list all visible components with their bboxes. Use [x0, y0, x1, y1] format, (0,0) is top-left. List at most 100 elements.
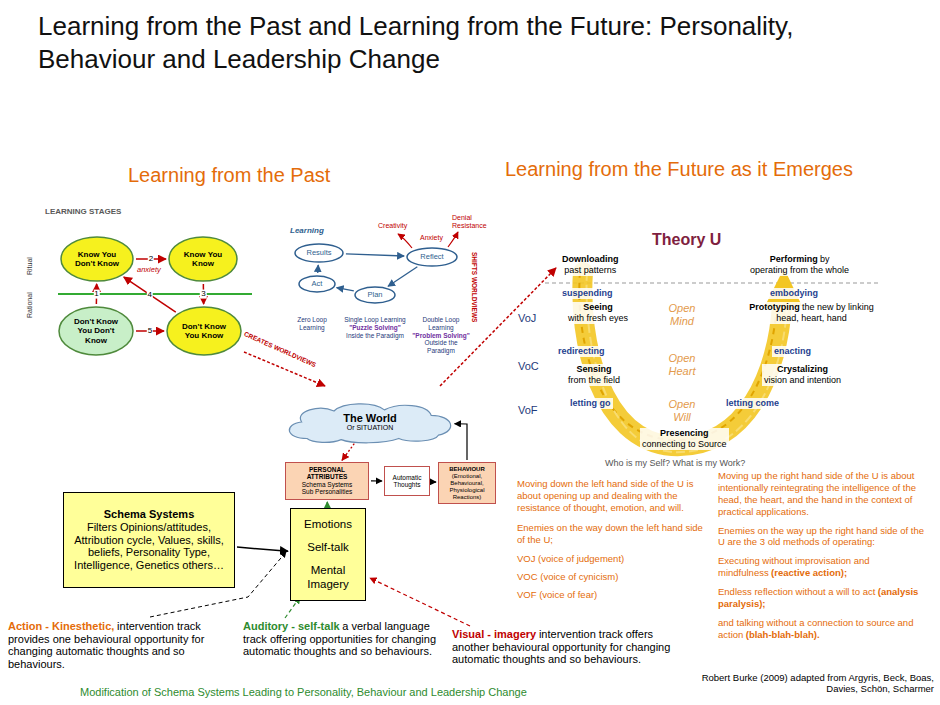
cloud-shape	[289, 404, 450, 443]
label-box: Learning from the Past	[128, 163, 330, 187]
ellipse-shape	[295, 244, 343, 262]
label-box: letting come	[724, 398, 781, 409]
anxiety-arrow	[448, 232, 458, 247]
label-box: redirecting	[556, 346, 607, 357]
label-box: Auditory - self-talka verbal language tr…	[243, 620, 443, 658]
label-box: letting go	[568, 398, 613, 409]
label-text: from the field	[568, 375, 620, 386]
node-heading: Know You Don't Know	[70, 250, 124, 268]
label-box: anxiety	[137, 265, 161, 274]
node-heading: Automatic Thoughts	[388, 474, 426, 489]
text-column: Moving down the left hand side of the U …	[517, 478, 707, 607]
schema-box: Schema SystemsFilters Opinions/attitudes…	[63, 492, 235, 588]
label-box: Ritual	[26, 257, 34, 275]
leader-line	[370, 578, 470, 626]
label-box: Downloadingpast patterns	[560, 254, 621, 276]
node-heading: Schema Systems	[104, 508, 195, 521]
label-text: VOC (voice of cynicism)	[517, 571, 618, 582]
label-text: Seeing	[583, 302, 613, 312]
label-text: Learning from the Future as it Emerges	[505, 158, 853, 180]
connector	[327, 502, 328, 506]
label-text: letting come	[726, 398, 779, 408]
label-text: CREATES WORLDVIEWS	[243, 330, 317, 368]
callout-number: 1	[93, 290, 99, 299]
label-box: Open Mind	[660, 302, 704, 328]
label-box: Open Will	[660, 398, 704, 424]
label-text: SHIFTS WORLDVIEWS	[471, 252, 478, 322]
label-box: Robert Burke (2009) adapted from Argyris…	[684, 672, 934, 695]
paragraph: Executing without improvisation and mind…	[718, 555, 930, 579]
label-text: "Problem Solving"	[412, 332, 470, 340]
paragraph: Moving down the left hand side of the U …	[517, 478, 707, 514]
node-heading: Don't Know You Don't Know	[68, 317, 124, 345]
label-box: VoF	[518, 404, 538, 417]
label-text: with fresh eyes	[568, 313, 628, 324]
label-box: Denial Resistance	[452, 214, 496, 231]
label-box: Theory U	[652, 230, 721, 249]
label-text: "Puzzle Solving"	[340, 324, 410, 332]
callout-number: 5	[147, 327, 153, 336]
label-text: Moving down the left hand side of the U …	[517, 478, 693, 513]
label-text: VoJ	[518, 312, 536, 324]
label-box: Presencingconnecting to Source	[640, 428, 729, 450]
label-text: Anxiety	[420, 234, 443, 241]
label-text: Double Loop Learning	[423, 316, 460, 331]
label-box: LEARNING STAGES	[45, 207, 121, 217]
connector	[432, 481, 436, 482]
creativity-arrow	[398, 234, 412, 248]
label-text: Robert Burke (2009) adapted from Argyris…	[702, 672, 934, 694]
callout-number: 3	[200, 290, 206, 299]
label-text: Open Heart	[669, 352, 696, 377]
label-text: suspending	[562, 288, 613, 298]
label-box: Sensingfrom the field	[566, 364, 622, 386]
label-text: Presencing	[660, 428, 709, 438]
label-box: Double Loop Learning"Problem Solving"Out…	[412, 316, 470, 355]
label-text: anxiety	[137, 265, 161, 274]
label-text: Ritual	[26, 257, 33, 275]
label-text: (reactive action);	[771, 567, 847, 578]
label-text: Theory U	[652, 231, 721, 248]
label-text: VOJ (voice of judgement)	[517, 553, 624, 564]
loop-ellipse: Results	[294, 243, 344, 263]
label-text: Sensing	[577, 364, 612, 374]
node-text: Or SITUATION	[347, 424, 394, 432]
node-heading: Emotions	[304, 518, 352, 531]
label-text: Creativity	[378, 222, 407, 229]
label-text: Enemies on the way up the right hand sid…	[718, 525, 924, 548]
connector	[124, 277, 176, 312]
stage-ellipse: Don't Know You Don't Know	[58, 306, 134, 356]
node-heading: Know You Know	[178, 250, 228, 268]
stage-ellipse: Know You Know	[168, 236, 238, 282]
text-column: Moving up the right hand side of the U i…	[718, 470, 930, 648]
paragraph: VOC (voice of cynicism)	[517, 571, 707, 583]
label-text: enacting	[774, 346, 811, 356]
brush-texture	[587, 272, 787, 452]
node-text: Schema Systems	[302, 481, 353, 488]
world-cloud: The WorldOr SITUATION	[280, 400, 460, 444]
worldview-arrow	[244, 352, 325, 386]
label-box: Rational	[26, 292, 34, 318]
label-text: Endless reflection without a will to act	[718, 586, 875, 597]
connector	[237, 547, 288, 551]
label-text: Outside the Paradigm	[412, 339, 470, 355]
label-text: VoC	[518, 360, 539, 372]
ellipse-shape	[355, 287, 395, 303]
label-text: operating from the whole	[750, 265, 849, 276]
label-box: Single Loop Learning"Puzzle Solving"Insi…	[340, 316, 410, 339]
ellipse-shape	[167, 307, 241, 355]
label-text: (blah-blah-blah).	[746, 629, 820, 640]
label-text: Auditory - self-talk	[243, 620, 340, 632]
label-text: redirecting	[558, 346, 605, 356]
node-text: Sub Personalities	[302, 488, 353, 495]
response-box: EmotionsSelf-talkMental Imagery	[290, 508, 366, 601]
label-text: Action - Kinesthetic,	[8, 620, 114, 632]
node-heading: Act	[312, 280, 323, 289]
label-text: Rational	[26, 292, 33, 318]
label-text: Open Will	[669, 398, 696, 423]
label-box: embodying	[768, 288, 820, 299]
label-text: Learning from the Past	[128, 164, 330, 186]
paragraph: Enemies on the way up the right hand sid…	[718, 525, 930, 549]
connector	[337, 288, 354, 291]
label-text: Learning	[290, 226, 324, 235]
